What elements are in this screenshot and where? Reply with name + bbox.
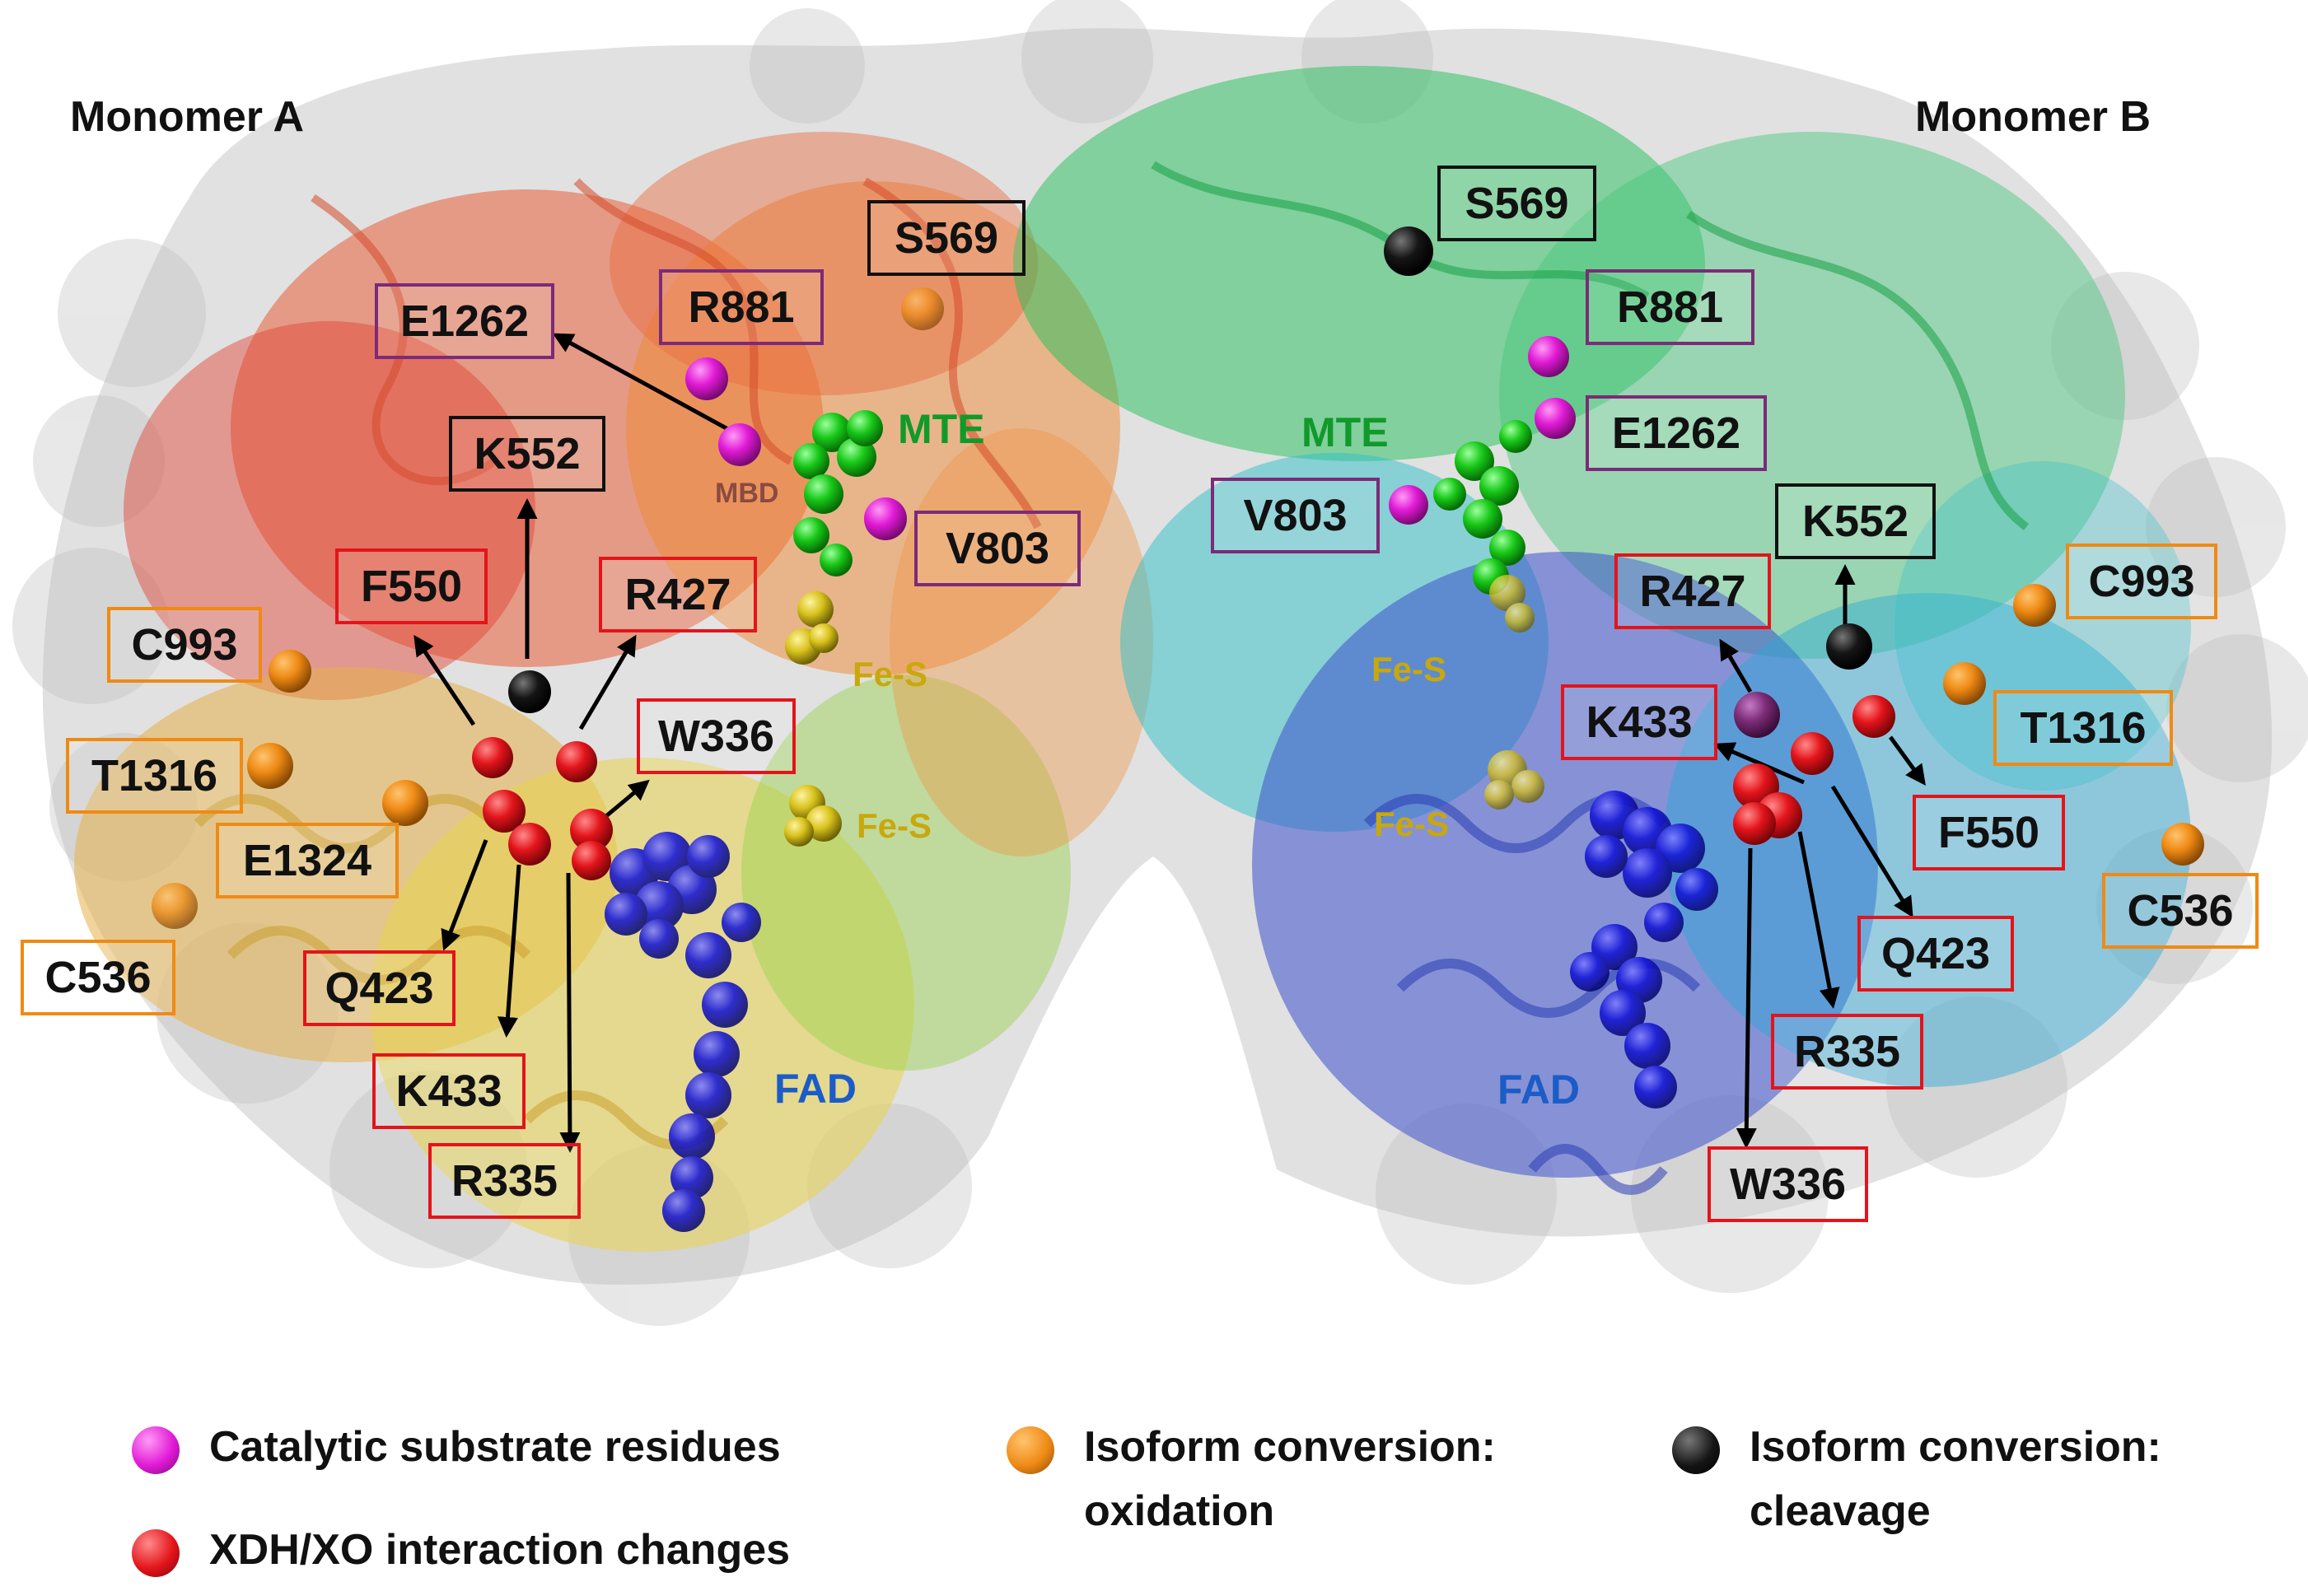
fad-label-a: FAD xyxy=(774,1066,857,1112)
residue-label-t1316-b: T1316 xyxy=(1993,690,2173,766)
sphere-e1262-a xyxy=(718,423,761,466)
sphere-c993-b xyxy=(2013,584,2056,627)
arrow-to-e1262-a xyxy=(552,333,743,439)
legend-oxidation: Isoform conversion: oxidation xyxy=(1007,1423,1496,1543)
arrow-to-r427-b xyxy=(1719,638,1753,693)
arrow-to-r427-a xyxy=(578,634,637,730)
legend-interaction-text: XDH/XO interaction changes xyxy=(209,1526,791,1574)
residue-label-c993-a: C993 xyxy=(107,607,262,683)
legend-oxidation-dot xyxy=(1007,1426,1054,1474)
legend-catalytic: Catalytic substrate residues xyxy=(132,1423,781,1479)
residue-label-k433-a: K433 xyxy=(372,1053,526,1129)
residue-label-t1316-a: T1316 xyxy=(66,738,243,814)
residue-label-v803-a: V803 xyxy=(914,511,1081,586)
monomer-b-title: Monomer B xyxy=(1915,93,2151,141)
arrow-to-r335-b xyxy=(1797,831,1840,1009)
sphere-c536-b xyxy=(2161,823,2204,866)
mte-label-b: MTE xyxy=(1301,409,1389,455)
residue-label-r335-b: R335 xyxy=(1771,1014,1923,1090)
arrow-to-k433-a xyxy=(497,864,521,1038)
mte-cluster-a xyxy=(793,410,883,576)
legend-interaction: XDH/XO interaction changes xyxy=(132,1526,790,1582)
legend-cleavage-line1: Isoform conversion: xyxy=(1750,1423,2161,1471)
residue-label-w336-a: W336 xyxy=(637,698,796,774)
fes-clusters-b xyxy=(1484,575,1544,810)
residue-label-q423-a: Q423 xyxy=(303,950,456,1026)
residue-label-e1262-b: E1262 xyxy=(1586,395,1767,471)
residue-label-e1324-a: E1324 xyxy=(216,823,399,898)
sphere-r881-a xyxy=(685,357,728,400)
legend-catalytic-dot xyxy=(132,1426,180,1474)
residue-label-r427-b: R427 xyxy=(1614,553,1771,629)
residue-label-f550-b: F550 xyxy=(1913,795,2065,870)
fes-label-b-1: Fe-S xyxy=(1371,650,1447,688)
residue-label-c536-a: C536 xyxy=(21,940,175,1015)
fad-cluster-a xyxy=(605,832,761,1232)
arrow-to-r335-a xyxy=(559,872,581,1153)
residue-spheres-b xyxy=(1384,226,2204,866)
residue-label-k552-b: K552 xyxy=(1775,483,1936,559)
sphere-e1324-a xyxy=(382,780,428,826)
fes-clusters-a xyxy=(784,591,842,847)
sphere-k552-a xyxy=(508,670,551,713)
arrow-to-q423-b xyxy=(1830,785,1913,918)
sphere-s569-b xyxy=(1384,226,1433,276)
sphere-v803-a xyxy=(864,497,907,540)
legend-cleavage-text: Isoform conversion: cleavage xyxy=(1750,1415,2161,1543)
residue-label-f550-a: F550 xyxy=(335,548,488,624)
mte-cluster-b xyxy=(1433,420,1532,595)
sphere-r881-b xyxy=(1528,336,1569,377)
sphere-c993-a xyxy=(269,650,311,693)
fes-label-b-2: Fe-S xyxy=(1374,805,1450,843)
residue-label-s569-a: S569 xyxy=(867,200,1026,276)
residue-label-r881-b: R881 xyxy=(1586,269,1754,345)
arrow-to-w336-b xyxy=(1736,847,1757,1149)
sphere-v803-b xyxy=(1389,485,1428,525)
fad-label-b: FAD xyxy=(1497,1066,1580,1113)
fes-label-a-2: Fe-S xyxy=(857,806,932,845)
monomer-a-title: Monomer A xyxy=(70,93,305,141)
mte-label-a: MTE xyxy=(898,406,985,452)
residue-label-r881-a: R881 xyxy=(659,269,824,345)
legend-cleavage-dot xyxy=(1672,1426,1720,1474)
residue-label-w336-b: W336 xyxy=(1708,1146,1868,1222)
residue-spheres-a xyxy=(152,287,944,929)
sphere-t1316-b xyxy=(1943,662,1986,705)
residue-label-r335-a: R335 xyxy=(428,1143,581,1219)
arrow-to-q423-a xyxy=(441,839,488,951)
legend-cleavage-line2: cleavage xyxy=(1750,1487,1931,1535)
residue-label-v803-b: V803 xyxy=(1211,478,1380,553)
fad-cluster-b xyxy=(1570,791,1718,1108)
arrow-to-k433-b xyxy=(1713,742,1805,785)
sphere-c536-a xyxy=(152,883,198,929)
residue-label-q423-b: Q423 xyxy=(1857,916,2014,992)
residue-label-s569-b: S569 xyxy=(1437,166,1596,241)
arrow-to-f550-b xyxy=(1888,735,1926,786)
legend-catalytic-text: Catalytic substrate residues xyxy=(209,1423,781,1471)
legend-oxidation-text: Isoform conversion: oxidation xyxy=(1084,1415,1496,1543)
residue-label-c993-b: C993 xyxy=(2066,544,2217,619)
residue-label-k552-a: K552 xyxy=(449,416,605,492)
arrows-monomer-b xyxy=(1713,564,1926,1149)
sphere-s569-a xyxy=(901,287,944,330)
residue-label-k433-b: K433 xyxy=(1561,684,1717,760)
sphere-e1262-b xyxy=(1535,398,1576,439)
legend-oxidation-line2: oxidation xyxy=(1084,1487,1275,1535)
arrow-to-f550-a xyxy=(413,634,476,726)
sphere-k433-b xyxy=(1734,692,1780,738)
sphere-k552-b xyxy=(1826,623,1872,670)
residue-label-r427-a: R427 xyxy=(599,557,757,632)
sphere-t1316-a xyxy=(247,743,293,789)
legend-interaction-dot xyxy=(132,1529,180,1577)
mbd-label-a: MBD xyxy=(715,478,779,509)
residue-label-c536-b: C536 xyxy=(2102,873,2259,949)
fes-label-a-1: Fe-S xyxy=(853,655,928,693)
legend-oxidation-line1: Isoform conversion: xyxy=(1084,1423,1496,1471)
legend-cleavage: Isoform conversion: cleavage xyxy=(1672,1423,2161,1543)
residue-label-e1262-a: E1262 xyxy=(375,283,554,359)
